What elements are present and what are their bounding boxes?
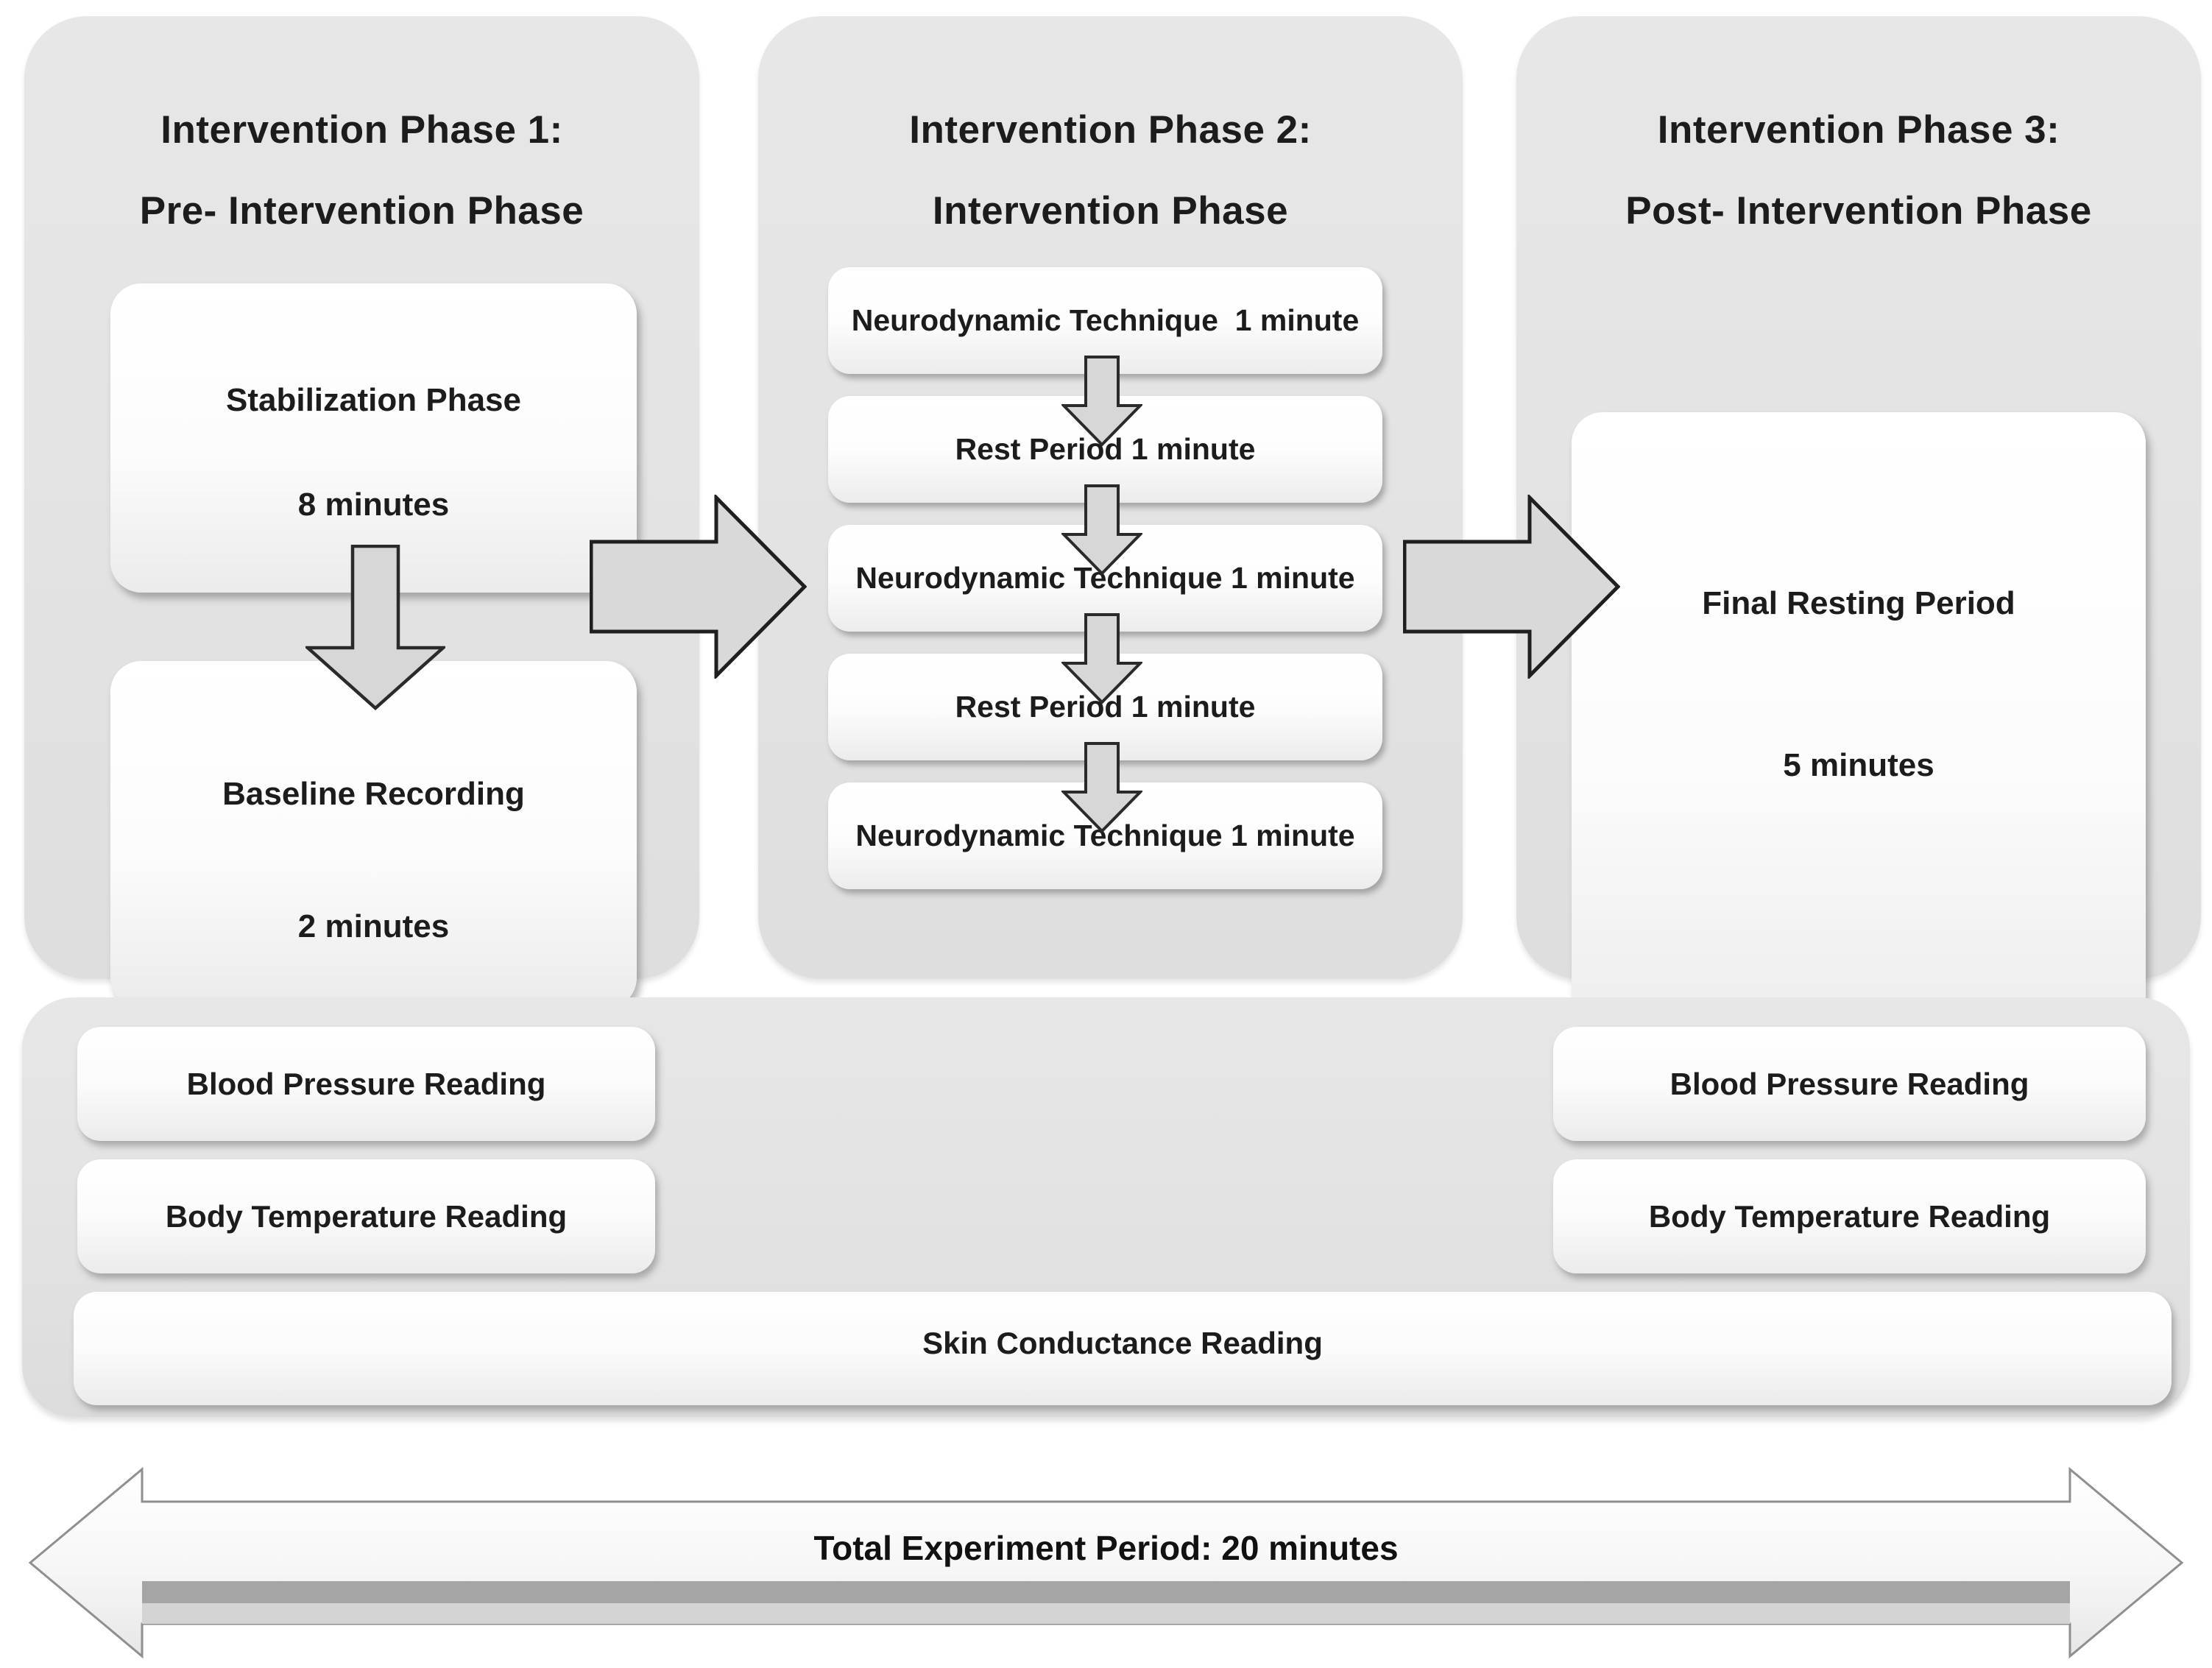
baseline-recording-box: Baseline Recording 2 minutes [110, 661, 637, 1008]
down-arrow-icon [1061, 613, 1142, 704]
stabilization-phase-box: Stabilization Phase 8 minutes [110, 283, 637, 593]
neurodynamic-technique-1-label: Neurodynamic Technique 1 minute [851, 303, 1360, 337]
final-resting-period-label: Final Resting Period [1702, 585, 2015, 621]
blood-pressure-reading-right-box: Blood Pressure Reading [1553, 1027, 2146, 1141]
down-arrow-icon [305, 545, 445, 710]
phase-3-title: Intervention Phase 3: Post- Intervention… [1516, 90, 2201, 252]
phase-2-title: Intervention Phase 2: Intervention Phase [758, 90, 1463, 252]
body-temperature-reading-right-box: Body Temperature Reading [1553, 1159, 2146, 1273]
phase-2-title-line2: Intervention Phase [932, 189, 1289, 233]
phase-1-title-line1: Intervention Phase 1: [160, 108, 563, 152]
double-headed-arrow-icon [28, 1466, 2184, 1659]
body-temperature-reading-right-label: Body Temperature Reading [1648, 1198, 2051, 1234]
neurodynamic-technique-3-label: Neurodynamic Technique 1 minute [855, 819, 1355, 852]
phase-1-title: Intervention Phase 1: Pre- Intervention … [24, 90, 699, 252]
rest-period-1-label: Rest Period 1 minute [955, 432, 1256, 466]
body-temperature-reading-left-box: Body Temperature Reading [77, 1159, 655, 1273]
phase-1-title-line2: Pre- Intervention Phase [139, 189, 584, 233]
skin-conductance-reading-box: Skin Conductance Reading [74, 1292, 2172, 1405]
phase-3-title-line2: Post- Intervention Phase [1625, 189, 2092, 233]
final-resting-period-box: Final Resting Period 5 minutes [1572, 412, 2146, 1060]
phase-3-title-line1: Intervention Phase 3: [1657, 108, 2060, 152]
phase-2-title-line1: Intervention Phase 2: [909, 108, 1312, 152]
rest-period-2-label: Rest Period 1 minute [955, 690, 1256, 724]
phase-2-panel: Intervention Phase 2: Intervention Phase… [758, 16, 1463, 979]
final-resting-duration-label: 5 minutes [1783, 747, 1934, 783]
baseline-duration-label: 2 minutes [297, 908, 450, 944]
down-arrow-icon [1061, 484, 1142, 576]
phase-1-panel: Intervention Phase 1: Pre- Intervention … [24, 16, 699, 1008]
stabilization-duration-label: 8 minutes [297, 487, 450, 523]
down-arrow-icon [1061, 356, 1142, 447]
stabilization-phase-label: Stabilization Phase [226, 382, 521, 418]
baseline-recording-label: Baseline Recording [222, 776, 525, 812]
body-temperature-reading-left-label: Body Temperature Reading [165, 1198, 568, 1234]
total-experiment-timeline-arrow: Total Experiment Period: 20 minutes [26, 1463, 2186, 1662]
right-arrow-icon [590, 495, 807, 679]
blood-pressure-reading-left-label: Blood Pressure Reading [186, 1066, 546, 1101]
phase-3-panel: Intervention Phase 3: Post- Intervention… [1516, 16, 2201, 1060]
right-arrow-icon [1403, 495, 1620, 679]
blood-pressure-reading-right-label: Blood Pressure Reading [1669, 1066, 2029, 1101]
down-arrow-icon [1061, 742, 1142, 833]
measurements-panel: Blood Pressure Reading Body Temperature … [22, 997, 2190, 1417]
total-experiment-period-label: Total Experiment Period: 20 minutes [813, 1529, 1399, 1567]
skin-conductance-reading-label: Skin Conductance Reading [922, 1326, 1323, 1360]
blood-pressure-reading-left-box: Blood Pressure Reading [77, 1027, 655, 1141]
